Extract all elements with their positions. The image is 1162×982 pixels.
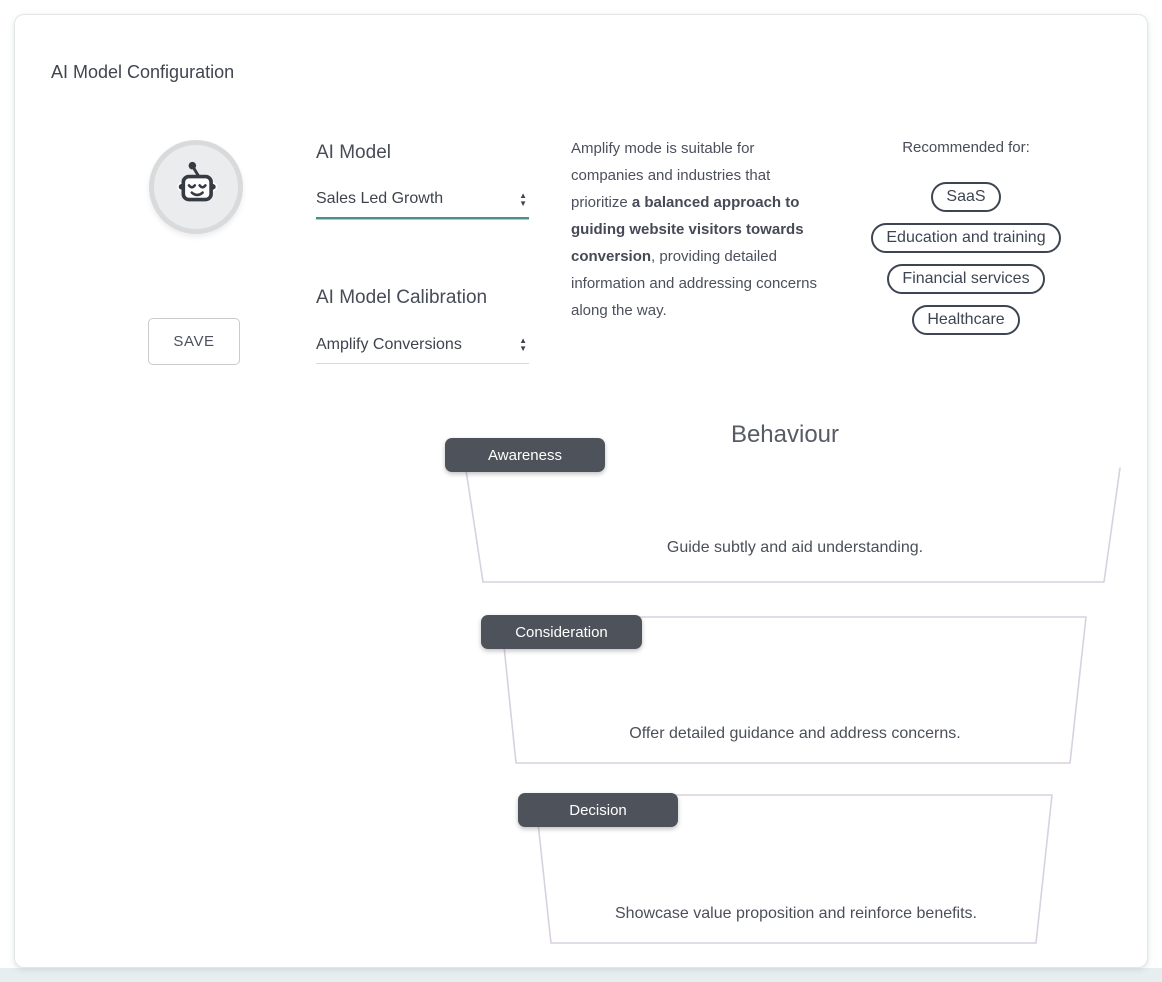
avatar xyxy=(149,140,243,234)
page-background-strip xyxy=(0,968,1162,982)
tag-pill: Financial services xyxy=(887,264,1045,294)
ai-model-calibration-select[interactable]: Amplify Conversions ▲▼ xyxy=(316,326,529,364)
recommended-for-section: Recommended for: SaaS Education and trai… xyxy=(851,139,1081,346)
stage-description-decision: Showcase value proposition and reinforce… xyxy=(615,905,977,922)
tag-pill: Healthcare xyxy=(912,305,1020,335)
description-text-pre: Amplify mode is suitable for companies a… xyxy=(571,140,771,211)
stage-badge-awareness: Awareness xyxy=(445,438,605,472)
ai-model-calibration-value: Amplify Conversions xyxy=(316,335,462,353)
stage-description-awareness: Guide subtly and aid understanding. xyxy=(666,539,924,556)
up-down-arrows-icon: ▲▼ xyxy=(519,190,527,208)
description-text-post: , providing detailed information and add… xyxy=(571,248,817,319)
recommended-for-label: Recommended for: xyxy=(902,139,1030,156)
stage-badge-decision: Decision xyxy=(518,793,678,827)
tag-pill: Education and training xyxy=(871,223,1061,253)
robot-icon xyxy=(167,156,225,219)
ai-model-value: Sales Led Growth xyxy=(316,190,444,207)
behaviour-title: Behaviour xyxy=(730,421,840,448)
funnel-shape-consideration xyxy=(500,616,1087,764)
ai-model-configuration-card: AI Model Configuration AI Model Sales Le… xyxy=(14,14,1148,968)
ai-model-calibration-label: AI Model Calibration xyxy=(316,287,488,308)
page-title: AI Model Configuration xyxy=(51,62,235,82)
save-button[interactable]: SAVE xyxy=(148,318,240,365)
ai-model-select[interactable]: Sales Led Growth ▲▼ xyxy=(316,181,529,219)
description-text-bold: a balanced approach to guiding website v… xyxy=(571,194,804,265)
tag-pill: SaaS xyxy=(931,182,1001,212)
stage-badge-consideration: Consideration xyxy=(481,615,642,649)
funnel-shape-decision xyxy=(534,794,1053,944)
ai-model-label: AI Model xyxy=(316,142,391,163)
up-down-arrows-icon: ▲▼ xyxy=(519,336,527,353)
stage-description-consideration: Offer detailed guidance and address conc… xyxy=(629,725,961,742)
funnel-shape-awareness xyxy=(465,467,1121,583)
mode-description: Amplify mode is suitable for companies a… xyxy=(571,135,827,324)
